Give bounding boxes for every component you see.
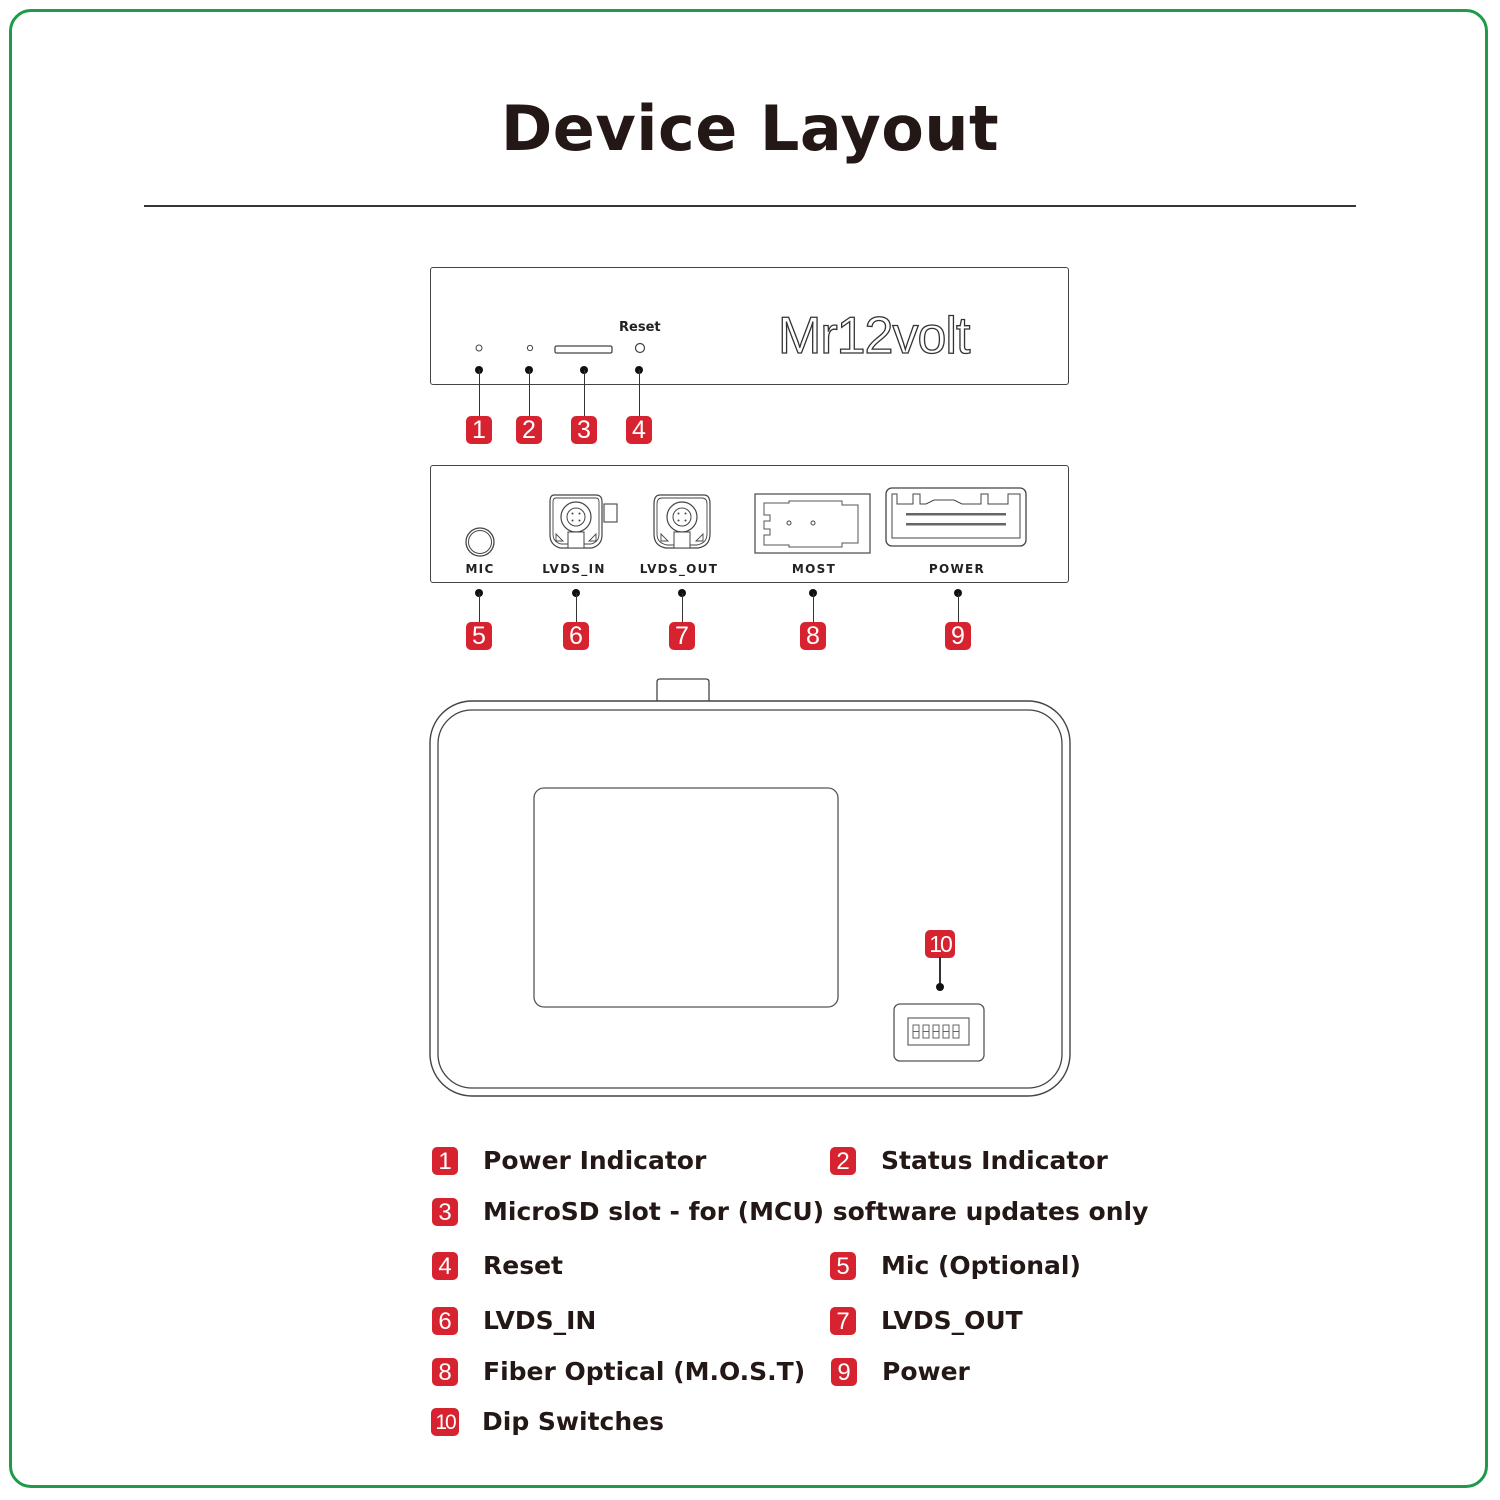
callout-badge-2: 2 [516,416,542,444]
legend-item-6: 6 LVDS_IN [432,1306,596,1335]
power-connector-icon [885,487,1027,547]
callout-badge-9: 9 [945,622,971,650]
mic-jack-icon [465,527,495,557]
legend-badge: 10 [431,1407,459,1436]
port-label-mic: MIC [465,562,495,576]
callout-line [575,593,577,623]
lvds-in-connector-icon [549,494,618,549]
lvds-out-connector-icon [653,494,711,549]
legend-badge: 4 [432,1251,458,1280]
legend-label: LVDS_IN [483,1306,597,1335]
legend-label: Reset [483,1251,563,1280]
most-connector-icon [754,493,871,554]
callout-badge-1: 1 [466,416,492,444]
dip-switch-block [894,1004,984,1061]
legend-item-8: 8 Fiber Optical (M.O.S.T) [432,1357,805,1386]
legend-item-10: 10 Dip Switches [431,1407,664,1436]
title-divider [144,205,1356,207]
port-label-power: POWER [928,562,986,576]
legend-item-2: 2 Status Indicator [830,1146,1108,1175]
reset-button-icon [634,342,646,354]
legend-badge: 8 [432,1357,458,1386]
legend-badge: 3 [432,1197,458,1226]
port-label-lvds-out: LVDS_OUT [639,562,719,576]
callout-badge-3: 3 [571,416,597,444]
microsd-slot-icon [554,345,613,354]
legend-label: Dip Switches [482,1407,664,1436]
callout-line [957,593,959,623]
legend-label: Status Indicator [881,1146,1108,1175]
callout-line [939,957,941,985]
legend-badge: 2 [830,1146,856,1175]
legend-label: Mic (Optional) [881,1251,1081,1280]
port-label-lvds-in: LVDS_IN [542,562,606,576]
legend-item-9: 9 Power [831,1357,970,1386]
legend-badge: 6 [432,1306,458,1335]
legend-label: LVDS_OUT [881,1306,1023,1335]
callout-badge-4: 4 [626,416,652,444]
legend-badge: 1 [432,1146,458,1175]
callout-badge-7: 7 [669,622,695,650]
legend-badge: 5 [830,1251,856,1280]
callout-line [528,370,530,416]
legend-badge: 7 [830,1306,856,1335]
legend-label: MicroSD slot - for (MCU) software update… [483,1197,1149,1226]
legend-item-5: 5 Mic (Optional) [830,1251,1081,1280]
legend-item-7: 7 LVDS_OUT [830,1306,1023,1335]
callout-line [478,593,480,623]
callout-badge-5: 5 [466,622,492,650]
legend-item-4: 4 Reset [432,1251,563,1280]
callout-line [583,370,585,416]
legend-badge: 9 [831,1357,857,1386]
power-led-icon [475,344,483,352]
device-top-view [429,678,1071,1097]
status-led-icon [526,344,534,352]
legend-label: Fiber Optical (M.O.S.T) [483,1357,806,1386]
page-frame [9,9,1488,1488]
callout-badge-6: 6 [563,622,589,650]
callout-line [681,593,683,623]
callout-badge-8: 8 [800,622,826,650]
callout-line [478,370,480,416]
legend-label: Power [882,1357,970,1386]
callout-dot [936,983,944,991]
legend-label: Power Indicator [483,1146,707,1175]
brand-logo: Mr12volt [777,306,971,365]
port-label-most: MOST [791,562,837,576]
reset-label: Reset [619,320,661,335]
callout-badge-10: 10 [925,930,955,958]
legend-item-3: 3 MicroSD slot - for (MCU) software upda… [432,1197,1148,1226]
page-title: Device Layout [500,92,1000,165]
callout-line [812,593,814,623]
legend-item-1: 1 Power Indicator [432,1146,706,1175]
front-panel [430,267,1069,385]
callout-line [638,370,640,416]
